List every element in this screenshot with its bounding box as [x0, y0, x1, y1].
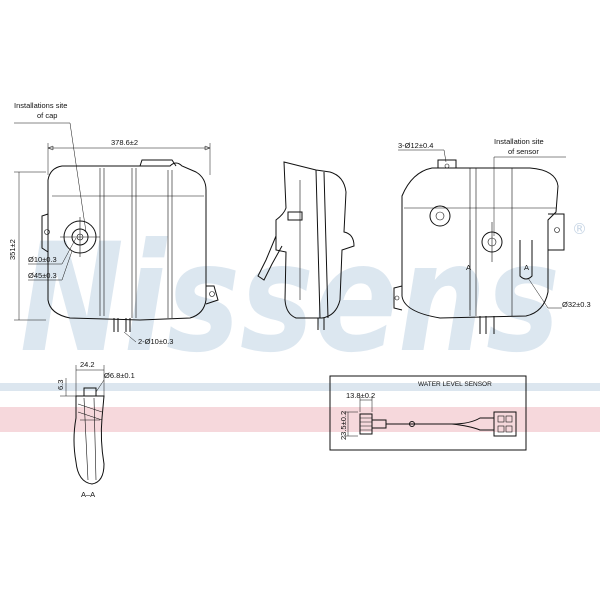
sensor-head	[359, 413, 373, 435]
rear-boss-dim: 3-Ø12±0.4	[398, 141, 433, 150]
front-cap-dim: Ø45±0.3	[28, 271, 57, 280]
watermark-stripe-red	[0, 407, 600, 432]
sensor-box: WATER LEVEL SENSOR 13.8±0.2 23.5±0.2	[329, 375, 527, 451]
front-right-bracket	[205, 285, 219, 305]
sensor-cable	[451, 417, 494, 431]
front-ribs	[99, 168, 173, 318]
front-cap-site-label-2: of cap	[37, 111, 57, 120]
side-inner-band	[315, 169, 329, 319]
front-cap-site-label-1: Installations site	[14, 101, 67, 110]
rear-cap-ring	[429, 205, 451, 227]
sensor-box-frame	[329, 375, 527, 451]
rear-sensor-site-label-1: Installation site	[494, 137, 544, 146]
sensor-length-dim: 13.8±0.2	[346, 391, 375, 400]
rear-tank-outline	[401, 167, 559, 319]
front-width-dim: 378.6±2	[111, 138, 138, 147]
sensor-box-title: WATER LEVEL SENSOR	[418, 381, 492, 388]
front-bore-dim: Ø10±0.3	[28, 255, 57, 264]
rear-sensor-site-label-2: of sensor	[508, 147, 539, 156]
rear-sensor-site-leader	[493, 156, 566, 236]
front-height-dim: 351±2	[8, 239, 17, 260]
section-top-dim: 24.2	[80, 360, 95, 369]
side-hose	[257, 235, 283, 281]
section-caption: A–A	[81, 490, 95, 499]
rear-section-mark-right: A	[524, 263, 529, 272]
side-view	[257, 161, 355, 330]
section-profile	[73, 395, 105, 485]
watermark-logo: Nissens	[20, 212, 560, 386]
rear-section-mark-left: A	[466, 263, 471, 272]
front-top-neck	[139, 159, 177, 167]
front-cap-site-leader	[14, 122, 87, 233]
cap-symbol	[60, 217, 100, 257]
front-width-dimline	[47, 143, 211, 175]
front-bottom-pins	[113, 318, 131, 332]
sensor-diameter-dim: 23.5±0.2	[339, 411, 348, 440]
front-left-bracket	[41, 213, 49, 253]
front-tank-outline	[47, 162, 207, 321]
front-height-dimline	[14, 171, 46, 321]
section-hole-dim: Ø6.8±0.1	[104, 371, 135, 380]
section-side-dim: 6.3	[56, 380, 65, 390]
section-detail: 24.2 6.3 Ø6.8±0.1 A–A	[56, 360, 135, 499]
rear-port-dim: Ø32±0.3	[562, 300, 591, 309]
rear-view: A A 3-Ø12±0.4 Installation site of senso…	[393, 137, 591, 334]
rear-top-boss	[437, 159, 457, 168]
registered-mark: ®	[572, 220, 587, 238]
front-view: 378.6±2 351±2 Installations site of cap …	[8, 101, 219, 346]
rear-outlet-port	[519, 240, 533, 280]
front-pin-dim: 2-Ø10±0.3	[138, 337, 173, 346]
side-outline	[275, 161, 355, 319]
watermark-stripe-blue	[0, 383, 600, 391]
sensor-connector	[493, 411, 517, 437]
